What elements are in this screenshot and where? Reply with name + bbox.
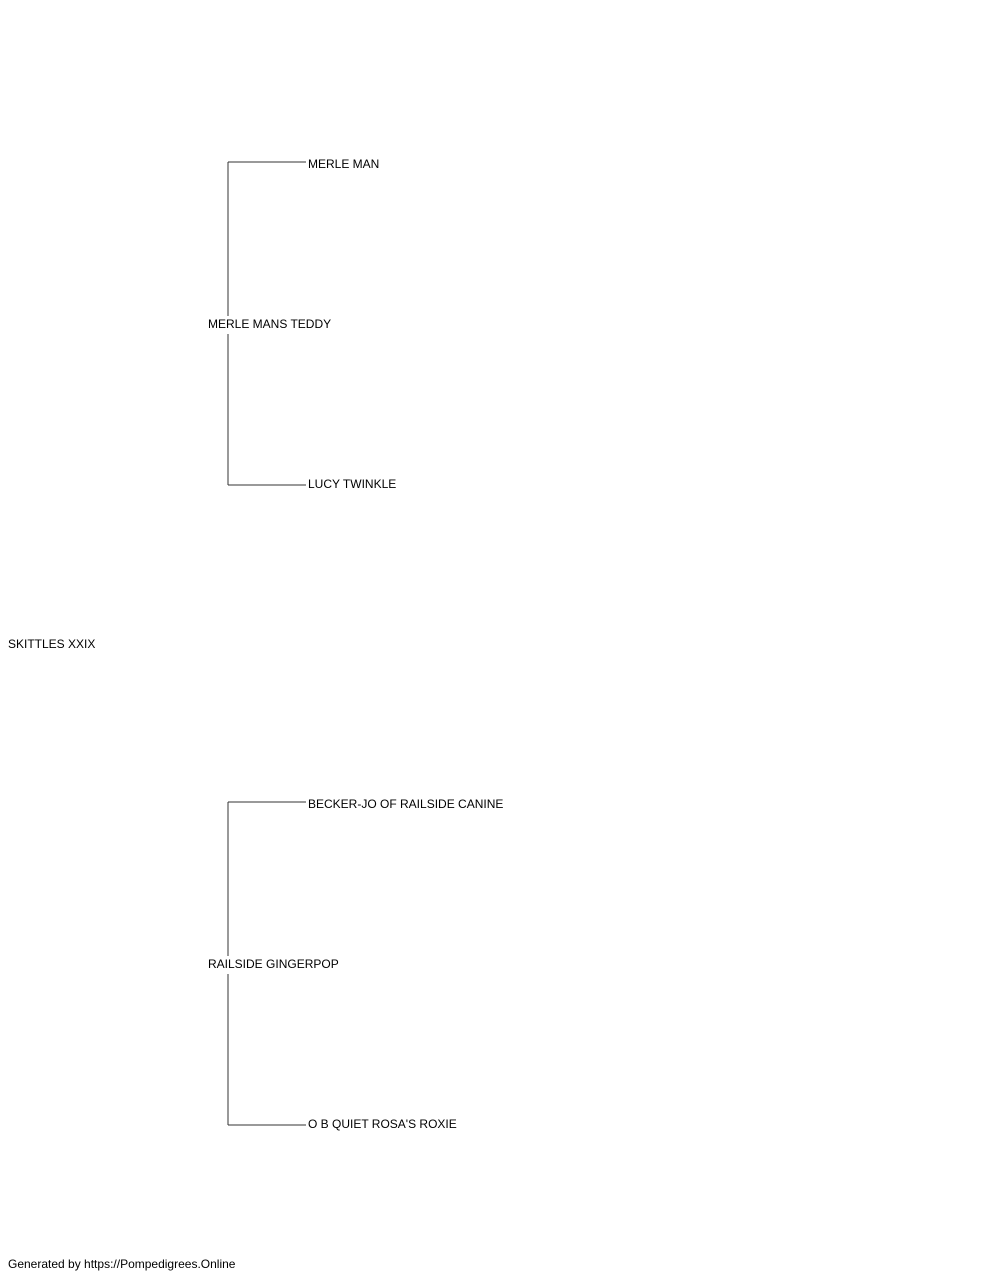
generated-by-footer: Generated by https://Pompedigrees.Online xyxy=(8,1257,238,1271)
sire-sire-name: MERLE MAN xyxy=(308,157,382,171)
dam-dam-name: O B QUIET ROSA'S ROXIE xyxy=(308,1117,459,1131)
sire-dam-name: LUCY TWINKLE xyxy=(308,477,399,491)
sire-name: MERLE MANS TEDDY xyxy=(208,317,334,331)
dam-name: RAILSIDE GINGERPOP xyxy=(208,957,341,971)
subject-name: SKITTLES XXIX xyxy=(8,637,98,651)
dam-sire-name: BECKER-JO OF RAILSIDE CANINE xyxy=(308,797,506,811)
